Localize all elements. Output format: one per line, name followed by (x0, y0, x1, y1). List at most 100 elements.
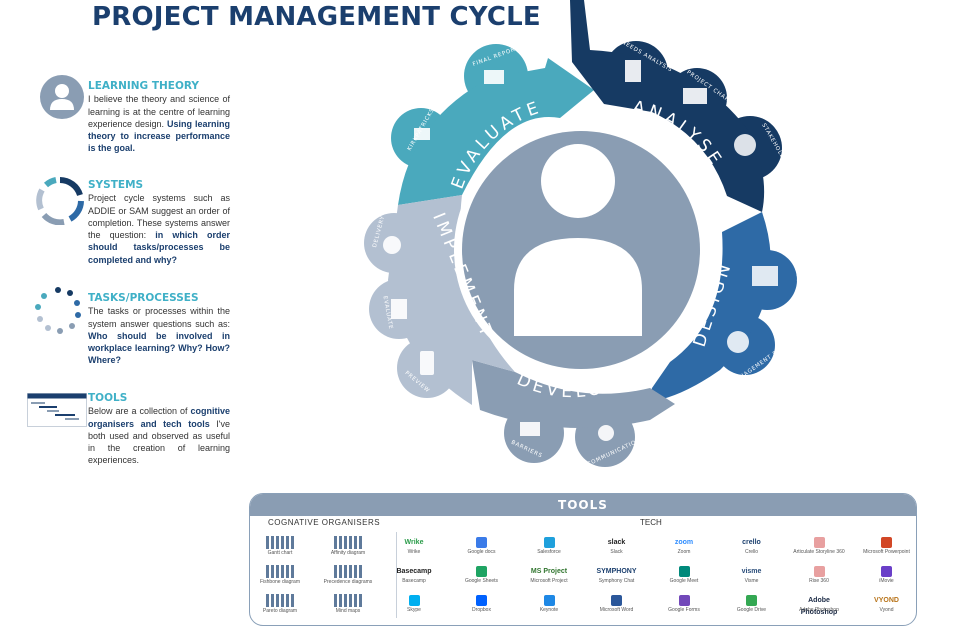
tech-logo-wordmark: crello (742, 539, 761, 546)
cognitive-organiser-label: Mind maps (335, 608, 361, 614)
section-heading: LEARNING THEORY (88, 80, 199, 92)
cognitive-organiser-item[interactable]: Precedence diagrams (318, 565, 378, 585)
tech-tool-item[interactable]: Google docs (452, 537, 512, 555)
task-label-evaluate-small: EVALUATE (382, 296, 394, 331)
tech-tool-label: Visme (744, 578, 759, 584)
section-text: The tasks or processes within the system… (88, 306, 230, 366)
dots-cycle-icon (35, 287, 81, 334)
tech-tool-item[interactable]: Google Sheets (452, 566, 512, 584)
cognitive-organiser-item[interactable]: Affinity diagram (318, 536, 378, 556)
section-heading: TOOLS (88, 392, 128, 404)
tech-logo-wordmark: slack (607, 539, 626, 546)
tech-tool-item[interactable]: Microsoft Word (587, 595, 647, 613)
tools-header: TOOLS (250, 494, 916, 516)
tech-tool-item[interactable]: SYMPHONY Symphony Chat (587, 566, 647, 584)
megaphone-icon (598, 425, 614, 441)
tech-tool-label: Google Sheets (464, 578, 499, 584)
tech-logo-wordmark: Basecamp (396, 568, 432, 575)
tech-tool-label: Microsoft Project (530, 578, 568, 584)
section-text: Project cycle systems such as ADDIE or S… (88, 193, 230, 265)
phase-analyse-segment (570, 0, 765, 212)
cognitive-organiser-item[interactable]: Gantt chart (250, 536, 310, 556)
charter-icon (683, 88, 707, 104)
tech-tool-label: Skype (407, 607, 421, 613)
tech-tool-item[interactable]: VYOND Vyond (857, 595, 917, 613)
tech-logo-wordmark: visme (741, 568, 762, 575)
app-logo-icon (476, 537, 487, 548)
learner-avatar-icon (40, 75, 84, 119)
section-tasks-processes: TASKS/PROCESSES The tasks or processes w… (88, 292, 230, 367)
app-logo-icon (881, 537, 892, 548)
app-logo-icon (476, 566, 487, 577)
tech-tool-label: Symphony Chat (598, 578, 635, 584)
app-logo-icon (813, 566, 825, 577)
document-icon (752, 266, 778, 286)
tech-tool-item[interactable]: Google Drive (722, 595, 782, 613)
app-logo-icon (881, 566, 892, 577)
tech-tool-label: iMovie (879, 578, 894, 584)
tech-tool-label: Salesforce (537, 549, 561, 555)
section-heading: TASKS/PROCESSES (88, 292, 199, 304)
tech-tool-label: Google Forms (668, 607, 700, 613)
tech-tool-item[interactable]: Salesforce (519, 537, 579, 555)
app-logo-icon (543, 537, 555, 548)
checklist-icon (625, 60, 641, 82)
stakeholders-icon (734, 134, 756, 156)
tech-tool-item[interactable]: Google Meet (654, 566, 714, 584)
diagram-thumbnail-icon (266, 565, 294, 578)
phase-develop-segment (472, 360, 675, 428)
tech-tool-item[interactable]: iMovie (857, 566, 917, 584)
tech-tool-label: Slack (610, 549, 623, 555)
task-illustrations (383, 60, 778, 441)
cognitive-organiser-label: Gantt chart (267, 550, 293, 556)
cognitive-organiser-item[interactable]: Mind maps (318, 594, 378, 614)
tools-panel: TOOLS COGNATIVE ORGANISERS TECH Gantt ch… (249, 493, 917, 626)
section-text: Below are a collection of cognitive orga… (88, 406, 230, 466)
tech-tool-label: Microsoft Word (599, 607, 634, 613)
tech-tool-label: Google Drive (736, 607, 767, 613)
cognitive-organiser-label: Precedence diagrams (323, 579, 373, 585)
app-logo-icon (678, 566, 690, 577)
tech-tool-item[interactable]: Dropbox (452, 595, 512, 613)
diagram-thumbnail-icon (334, 565, 362, 578)
tech-tool-item[interactable]: Microsoft Powerpoint (857, 537, 917, 555)
tech-tool-label: Vyond (879, 607, 894, 613)
section-heading: SYSTEMS (88, 179, 144, 191)
cycle-diagram: EVALUATE ANALYSE DESIGN DEVELOP IMPLEMEN… (364, 0, 804, 468)
cognitive-organiser-label: Affinity diagram (330, 550, 366, 556)
tech-tool-label: Google Meet (669, 578, 699, 584)
diagram-thumbnail-icon (334, 536, 362, 549)
gantt-thumbnail-icon (27, 393, 87, 427)
tech-tool-item[interactable]: Keynote (519, 595, 579, 613)
tech-logo-wordmark: VYOND (874, 597, 899, 604)
app-logo-icon (543, 595, 555, 606)
cognitive-organiser-item[interactable]: Pareto diagram (250, 594, 310, 614)
tech-tool-item[interactable]: Skype (384, 595, 444, 613)
app-logo-icon (611, 595, 622, 606)
easel-icon (414, 128, 430, 140)
app-logo-icon (678, 595, 690, 606)
tech-tool-item[interactable]: Rise 360 (789, 566, 849, 584)
tech-tool-label: Rise 360 (809, 578, 829, 584)
cognitive-organiser-label: Fishbone diagram (259, 579, 301, 585)
cognitive-organiser-item[interactable]: Fishbone diagram (250, 565, 310, 585)
tech-logo-wordmark: SYMPHONY (596, 568, 637, 575)
tech-logo-wordmark: Wrike (404, 539, 424, 546)
tech-tool-item[interactable]: Articulate Storyline 360 (789, 537, 849, 555)
form-icon (391, 299, 407, 319)
cycle-icon (36, 177, 84, 225)
tech-tool-item[interactable]: Google Forms (654, 595, 714, 613)
phone-icon (420, 351, 434, 375)
report-icon (484, 70, 504, 84)
tech-logo-wordmark: MS Project (530, 568, 568, 575)
person-head-icon (541, 144, 615, 218)
barrier-icon (520, 422, 540, 436)
